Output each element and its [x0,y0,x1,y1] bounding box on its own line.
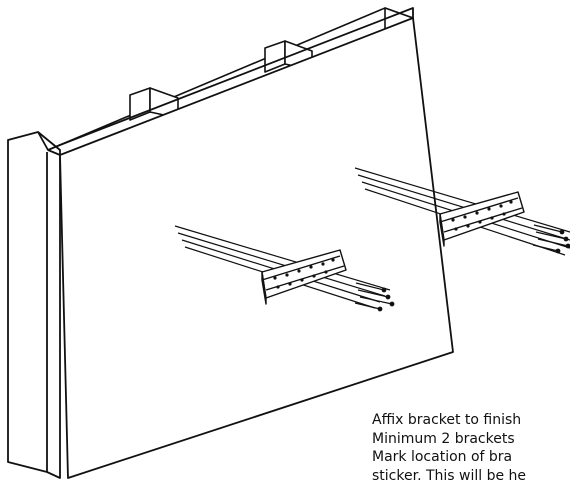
instruction-caption: Affix bracket to finish Minimum 2 bracke… [372,411,570,485]
bracket-left [174,225,395,312]
caption-line: sticker. This will be he [372,467,527,484]
bracket-right [354,167,570,256]
finish-panel [7,7,454,479]
caption-line: Affix bracket to finish [372,412,522,428]
caption-line: Minimum 2 brackets [372,430,515,447]
caption-line: Mark location of bra [372,449,513,465]
